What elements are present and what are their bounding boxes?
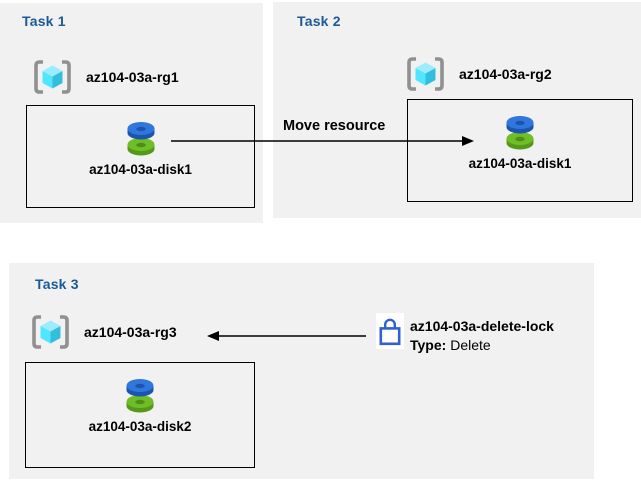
lock-name-label: az104-03a-delete-lock bbox=[410, 318, 554, 334]
lock-icon bbox=[376, 313, 404, 349]
task1-panel bbox=[0, 3, 263, 223]
task3-resource-box: az104-03a-disk2 bbox=[25, 362, 255, 468]
disk-label: az104-03a-disk1 bbox=[89, 162, 192, 177]
task2-resource-box: az104-03a-disk1 bbox=[407, 99, 633, 202]
task3-resource-group: az104-03a-rg3 bbox=[29, 313, 177, 351]
resource-group-label: az104-03a-rg1 bbox=[86, 69, 179, 85]
task3-panel bbox=[9, 263, 594, 479]
disk-icon bbox=[506, 116, 534, 150]
lock-type-value: Delete bbox=[446, 337, 491, 353]
disk-icon bbox=[127, 122, 154, 156]
resource-group-label: az104-03a-rg3 bbox=[84, 324, 177, 340]
resource-group-icon bbox=[32, 315, 69, 349]
lock-type-line: Type: Delete bbox=[410, 336, 554, 355]
lock-caption: az104-03a-delete-lock Type: Delete bbox=[410, 317, 554, 355]
disk-label: az104-03a-disk2 bbox=[88, 419, 192, 434]
move-resource-label: Move resource bbox=[283, 118, 386, 134]
lock-icon-glyph bbox=[379, 318, 401, 346]
lock-type-label: Type: bbox=[410, 337, 447, 353]
resource-group-icon bbox=[407, 57, 444, 91]
task3-title: Task 3 bbox=[35, 276, 79, 292]
resource-group-icon bbox=[34, 60, 71, 94]
task2-resource-group: az104-03a-rg2 bbox=[404, 55, 552, 93]
task1-resource-group: az104-03a-rg1 bbox=[31, 58, 179, 96]
task2-title: Task 2 bbox=[297, 13, 341, 29]
disk-icon bbox=[126, 379, 154, 413]
resource-group-label: az104-03a-rg2 bbox=[459, 66, 552, 82]
disk-label: az104-03a-disk1 bbox=[468, 156, 572, 171]
task1-resource-box: az104-03a-disk1 bbox=[26, 105, 255, 208]
task1-title: Task 1 bbox=[22, 13, 66, 29]
task2-panel bbox=[273, 2, 641, 218]
